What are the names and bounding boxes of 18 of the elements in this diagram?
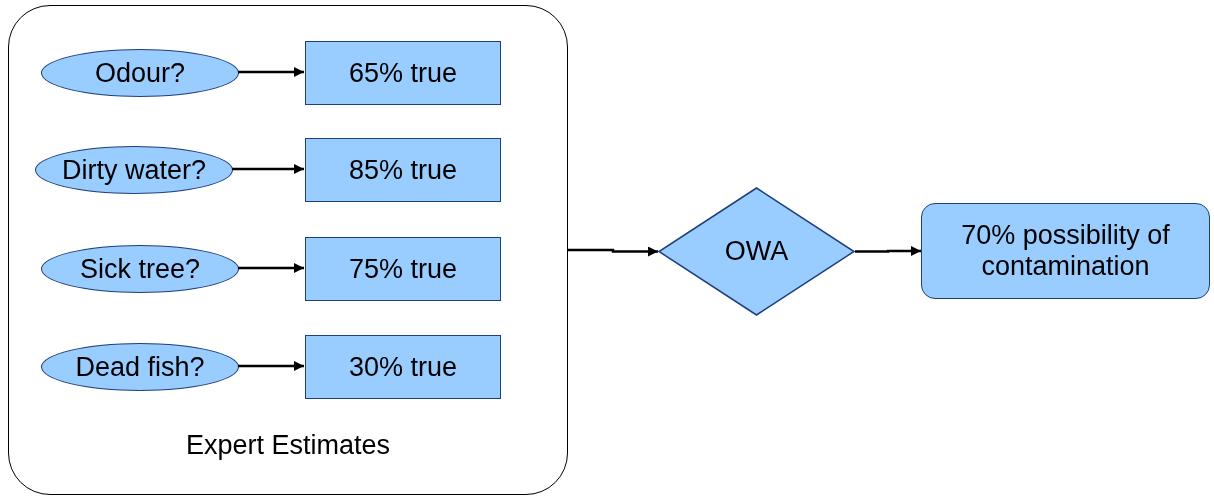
arrow [232, 164, 304, 174]
question-ellipse: Dead fish? [41, 343, 239, 391]
result-box: 70% possibility of contamination [921, 203, 1210, 299]
estimate-box: 65% true [305, 41, 501, 105]
arrow [238, 67, 304, 77]
question-ellipse: Dirty water? [35, 146, 233, 194]
group-box [8, 5, 568, 495]
arrow [855, 246, 921, 256]
estimate-box: 30% true [305, 335, 501, 399]
decision-diamond: OWA [658, 187, 855, 316]
question-ellipse: Sick tree? [41, 245, 239, 293]
arrow [568, 246, 658, 257]
estimate-box: 75% true [305, 237, 501, 301]
arrow [238, 361, 304, 371]
arrow [238, 263, 304, 273]
estimate-box: 85% true [305, 138, 501, 202]
question-ellipse: Odour? [41, 49, 239, 97]
group-title: Expert Estimates [184, 430, 392, 461]
